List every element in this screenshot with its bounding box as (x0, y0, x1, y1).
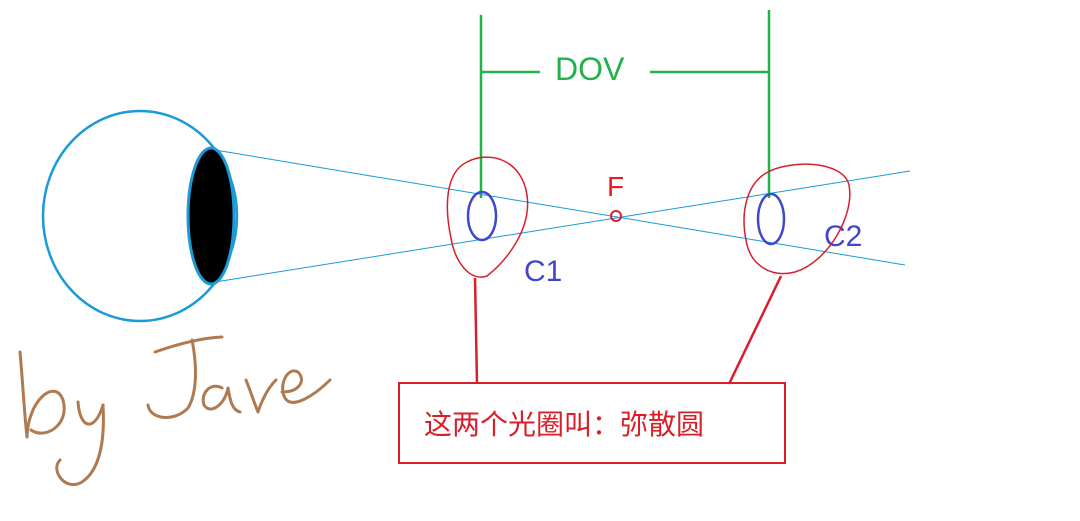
c2-label: C2 (824, 220, 862, 253)
signature (18, 335, 332, 486)
c1-highlight-loop (446, 156, 529, 278)
lower-ray (214, 170, 911, 283)
upper-ray (214, 149, 906, 266)
dov-label: DOV (555, 51, 625, 87)
focus-label: F (607, 171, 624, 202)
annotation-text: 这两个光圈叫：弥散圆 (424, 408, 705, 441)
c2-pointer (727, 275, 783, 385)
dov-bracket: DOV (479, 10, 771, 198)
circle-c1 (466, 190, 498, 242)
eyeball (41, 109, 239, 323)
focus-point (610, 210, 622, 222)
pupil (186, 146, 236, 286)
c2-highlight-loop (743, 163, 851, 275)
c1-pointer (473, 277, 479, 385)
annotation-box: 这两个光圈叫：弥散圆 (398, 382, 786, 464)
eye (41, 109, 239, 323)
circle-c2 (756, 192, 786, 246)
c1-label: C1 (524, 255, 562, 288)
